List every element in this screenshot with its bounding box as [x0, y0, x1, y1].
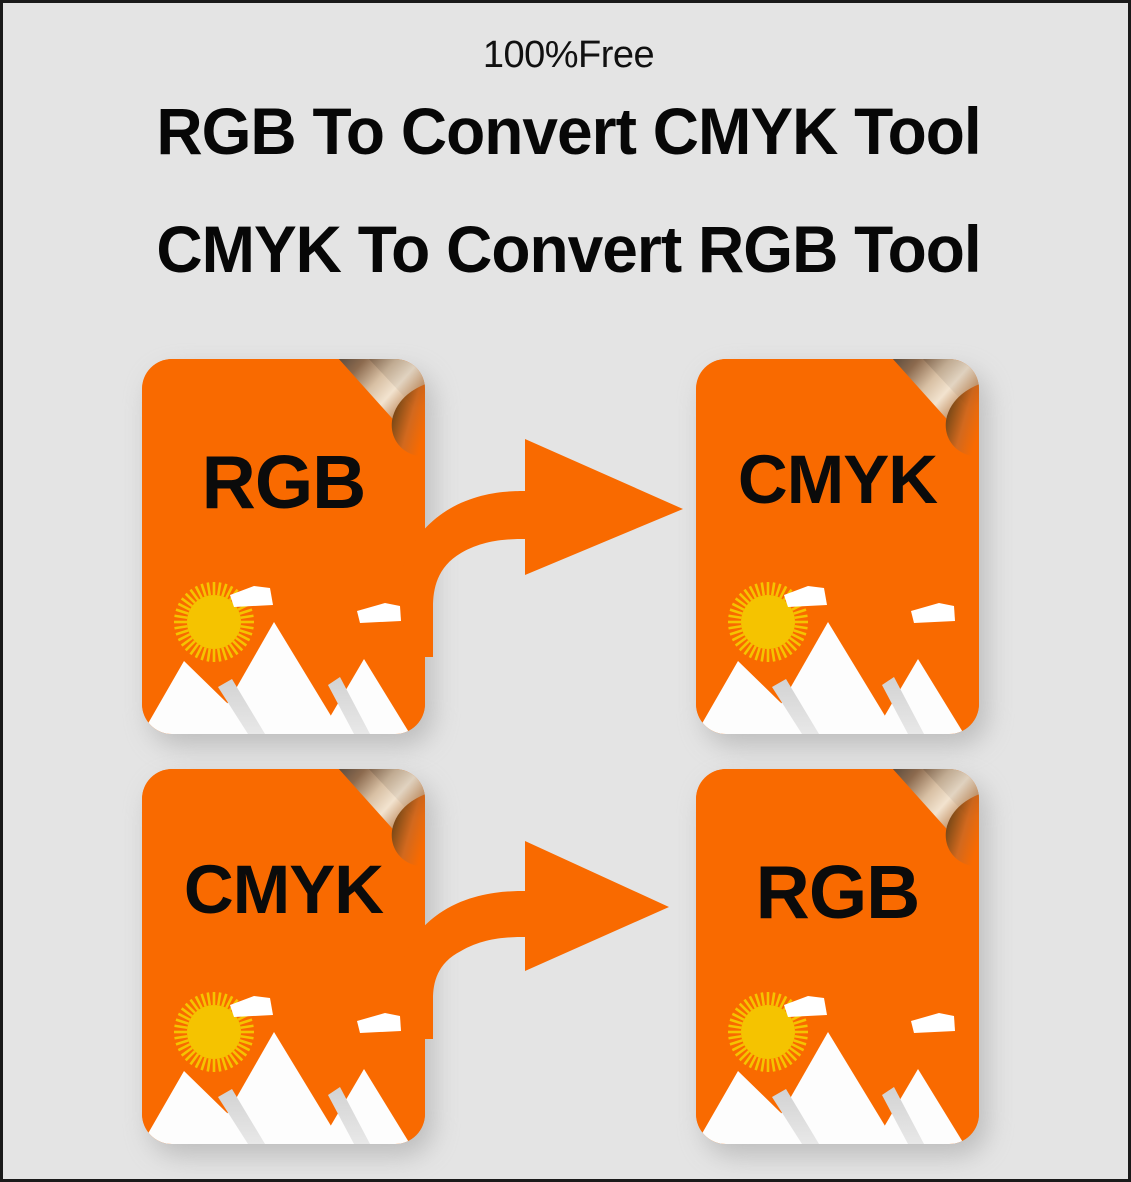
page-title-line-1: RGB To Convert CMYK Tool: [156, 94, 981, 168]
free-badge: 100%Free: [482, 34, 655, 76]
cloud-icon-left: [230, 996, 273, 1017]
sun-icon: [728, 582, 808, 662]
document-body: CMYK: [696, 359, 979, 734]
document-icon-cmyk-target[interactable]: CMYK: [696, 359, 987, 746]
cloud-icon-left: [784, 586, 827, 607]
landscape-scene-icon: [696, 992, 964, 1144]
document-label: CMYK: [737, 441, 938, 518]
page-title-line-2: CMYK To Convert RGB Tool: [156, 212, 981, 286]
document-body: CMYK: [142, 769, 425, 1144]
sun-icon: [174, 992, 255, 1072]
curved-arrow-right-icon: [401, 439, 683, 657]
document-icon-rgb-target[interactable]: RGB: [696, 769, 987, 1156]
landscape-scene-icon: [696, 582, 964, 734]
cloud-icon-right: [357, 1013, 401, 1033]
curved-arrow-left-icon: [401, 841, 669, 1039]
document-body: RGB: [142, 359, 425, 734]
document-body: RGB: [696, 769, 979, 1144]
poster-header: 100%Free RGB To Convert CMYK Tool CMYK T…: [3, 3, 1128, 286]
mountains-icon: [696, 622, 964, 734]
mountains-icon: [142, 622, 410, 734]
cloud-icon-right: [911, 603, 955, 623]
cloud-icon-left: [230, 586, 273, 607]
mountains-icon: [696, 1032, 964, 1144]
cloud-icon-right: [911, 1013, 955, 1033]
cloud-icon-left: [784, 996, 827, 1017]
document-icon-rgb-source[interactable]: RGB: [142, 359, 433, 746]
landscape-scene-icon: [142, 582, 410, 734]
document-label: CMYK: [183, 851, 384, 928]
sun-icon: [728, 992, 808, 1072]
mountains-icon: [142, 1032, 410, 1144]
landscape-scene-icon: [142, 992, 410, 1144]
document-label: RGB: [201, 440, 367, 524]
cloud-icon-right: [357, 603, 401, 623]
document-label: RGB: [755, 850, 921, 934]
document-icon-cmyk-source[interactable]: CMYK: [142, 769, 433, 1156]
